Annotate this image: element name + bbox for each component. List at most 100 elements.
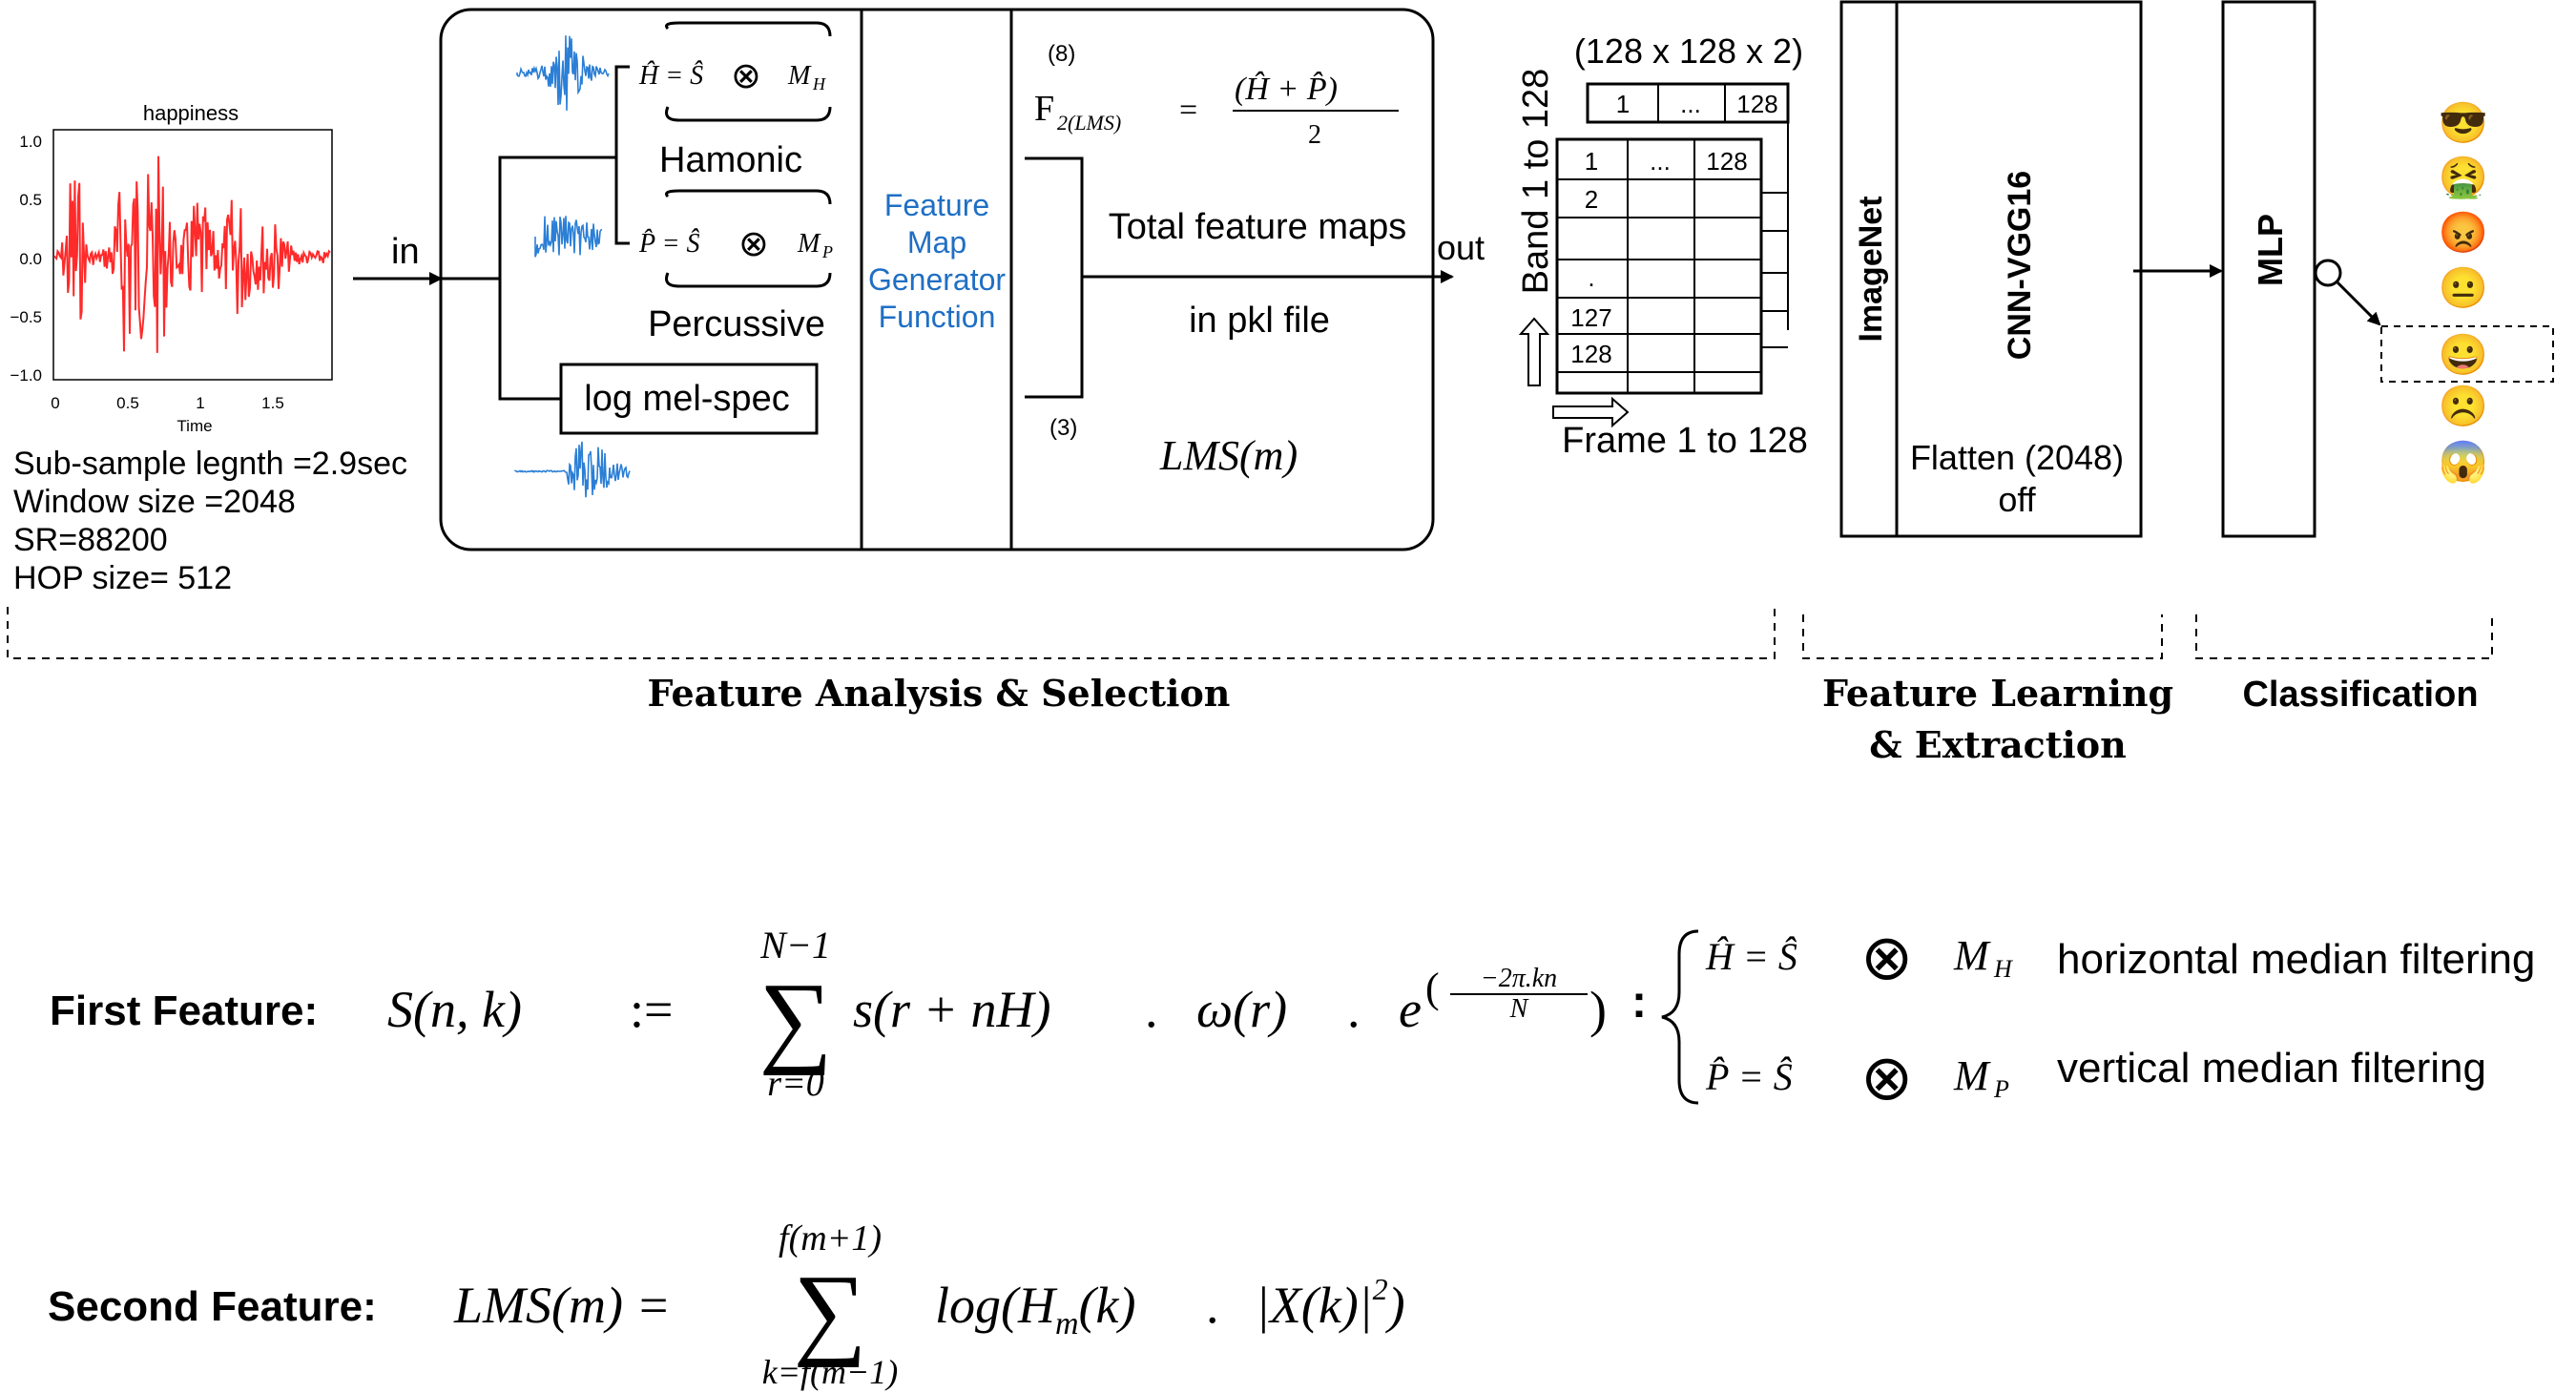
harmonic-label: Hamonic [659,140,802,180]
vertical-filter-desc: vertical median filtering [2057,1045,2486,1092]
flatten-label: Flatten (2048) [1910,438,2124,477]
fmg-line: Generator [868,262,1006,297]
x-tick-label: 1 [196,394,204,412]
front-header-cell: 1 [1585,147,1598,176]
otimes-symbol: ⊗ [738,224,769,264]
row-label-cell: 127 [1570,303,1611,332]
lms-lhs: LMS(m) = [453,1277,671,1334]
section-analysis-label: Feature Analysis & Selection [648,672,1231,715]
f-symbol: F [1034,89,1054,129]
feature-map-generator-label: Feature Map Generator Function [868,188,1006,334]
magnitude-term: |X(k)|2) [1256,1272,1405,1334]
back-layer-cell: 1 [1616,90,1630,118]
close-paren: ) [1589,981,1607,1038]
waveform-plot: happiness 1.0 0.5 0.0 −0.5 −1.0 0 0.5 1 … [10,101,333,435]
y-tick-label: 1.0 [19,133,42,151]
waveform-signal [54,156,331,353]
param-subsample-length: Sub-sample legnth =2.9sec [13,446,407,482]
sum-symbol: ∑ [759,963,833,1076]
y-tick-label: 0.0 [19,250,42,268]
otimes-symbol: ⊗ [1860,924,1913,993]
log-term-subscript: m [1055,1306,1079,1341]
fusion-bracket [1025,156,1084,399]
fusion-numerator: (Ĥ + P̂) [1235,71,1338,107]
mlp-block [2221,0,2316,538]
row-label-cell: 128 [1570,340,1611,368]
fmg-line: Map [907,225,966,260]
dot-operator: . [1145,981,1158,1038]
row-label-cell: . [1588,263,1594,292]
y-tick-label: −1.0 [10,366,42,385]
frame-axis-label: Frame 1 to 128 [1562,421,1808,461]
sum-lower-limit: k=f(m−1) [762,1353,899,1391]
feature-map-grid: 1... 128 1... 128 2. 127 128 [1555,82,1790,395]
sum-upper-limit: f(m+1) [779,1218,882,1258]
h-mask-sub: H [812,74,826,94]
emoji-vomit-icon: 🤮 [2439,155,2488,200]
emoji-sad-icon: ☹️ [2439,384,2488,428]
otimes-symbol: ⊗ [731,56,761,96]
branch-connectors [441,65,630,401]
p-mask: M [797,229,821,259]
front-header-cell: ... [1650,147,1671,176]
m-h: M [1953,932,1991,979]
fusion-denominator: 2 [1308,120,1321,150]
percussive-audio-thumbnail [534,216,603,258]
percussive-label: Percussive [648,304,825,344]
p-hat-equals-s-hat: P̂ = Ŝ [638,229,700,259]
magnitude-text: |X(k)| [1256,1277,1373,1334]
signal-term: s(r + nH) [853,981,1050,1038]
waveform-y-ticks: 1.0 0.5 0.0 −0.5 −1.0 [10,133,42,385]
back-layer-cell: ... [1680,90,1701,118]
y-tick-label: 0.5 [19,191,42,209]
p-mask-sub: P [821,242,833,261]
equals-sign: = [1179,93,1197,128]
h-hat-line: Ĥ = Ŝ [1705,935,1797,978]
pkl-file-label: in pkl file [1189,301,1330,341]
param-window-size: Window size =2048 [13,484,296,520]
lms-label: LMS(m) [1159,432,1298,479]
output-pointer-arrow [2336,281,2381,326]
m-h-sub: H [1993,955,2013,983]
exp-paren: ( [1425,965,1440,1011]
eq-number-8: (8) [1048,41,1075,67]
logmel-audio-thumbnail [514,441,631,498]
section-brackets [7,607,2493,659]
out-label: out [1437,228,1485,267]
back-layer-cell: 128 [1736,90,1777,118]
y-tick-label: −0.5 [10,308,42,326]
first-feature-label: First Feature: [50,988,318,1034]
grid-dimensions-label: (128 x 128 x 2) [1574,31,1803,71]
colon: : [1631,977,1647,1028]
m-p: M [1953,1052,1991,1099]
waveform-xlabel: Time [177,417,212,435]
dot-operator: . [1206,1277,1219,1334]
front-header-cell: 128 [1706,147,1747,176]
h-mask: M [787,61,812,91]
exp-denominator: N [1509,994,1529,1024]
front-layer-table [1555,137,1763,395]
mlp-label: MLP [2251,214,2290,286]
param-sample-rate: SR=88200 [13,522,168,558]
waveform-title: happiness [143,101,239,125]
magnitude-superscript: 2 [1373,1272,1388,1306]
emoji-cool-icon: 😎 [2439,100,2488,145]
dot-operator: . [1347,981,1361,1038]
vgg16-label: CNN-VGG16 [2002,171,2038,360]
harmonic-mask-equation: Ĥ = Ŝ ⊗ M H [638,21,832,122]
fusion-equation: F 2(LMS) = (Ĥ + P̂) 2 [1034,71,1399,150]
sum-symbol: ∑ [794,1255,867,1368]
emoji-fear-icon: 😱 [2439,439,2488,486]
waveform-x-ticks: 0 0.5 1 1.5 [51,394,284,412]
output-node [2314,259,2342,287]
predicted-emotion-highlight [2380,325,2554,383]
total-feature-maps-label: Total feature maps [1109,207,1407,247]
p-hat-line: P̂ = Ŝ [1705,1055,1793,1098]
assign-symbol: := [630,981,673,1038]
row-label-cell: 2 [1585,185,1598,214]
back-layer-header [1586,82,1790,124]
eq-number-3: (3) [1049,415,1077,441]
log-mel-spec-box [559,363,819,435]
first-feature-equation: First Feature: S(n, k) := N−1 ∑ r=0 s(r … [50,924,2535,1113]
